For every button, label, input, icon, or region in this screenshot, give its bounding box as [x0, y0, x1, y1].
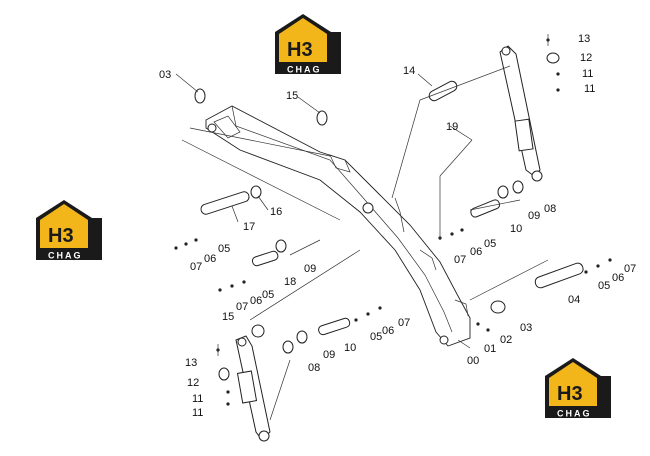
callout: 05 — [370, 331, 382, 343]
callout: 01 — [484, 343, 496, 355]
callout: 09 — [304, 263, 316, 275]
callout: 09 — [528, 210, 540, 222]
callout: 05 — [598, 280, 610, 292]
logo-word: CHAG — [557, 409, 592, 419]
callout: 08 — [544, 203, 556, 215]
callout: 02 — [500, 334, 512, 346]
callout: 15 — [222, 311, 234, 323]
callout: 03 — [520, 322, 532, 334]
logo-top: H3 CHAG — [275, 14, 341, 75]
cylinder-upper-right — [499, 45, 543, 182]
callout: 19 — [446, 121, 458, 133]
callout: 06 — [612, 272, 624, 284]
callout: 10 — [510, 223, 522, 235]
callout: 11 — [192, 393, 203, 405]
callout: 12 — [580, 52, 592, 64]
pin-17 — [200, 191, 250, 215]
callout: 13 — [185, 357, 197, 369]
callout: 14 — [403, 65, 415, 77]
callout: 09 — [323, 349, 335, 361]
callout: 06 — [250, 295, 262, 307]
logo-mark: H3 — [287, 39, 313, 61]
callout: 07 — [236, 301, 248, 313]
pin-10-right — [470, 199, 501, 218]
callout: 05 — [218, 243, 230, 255]
logo-word: CHAG — [48, 251, 83, 261]
callout: 08 — [308, 362, 320, 374]
callout: 11 — [582, 68, 593, 80]
washers — [194, 52, 560, 381]
callout: 06 — [470, 246, 482, 258]
logo-mark: H3 — [48, 225, 74, 247]
pin-18 — [251, 250, 279, 267]
leader-lines — [175, 65, 549, 421]
callout: 15 — [286, 90, 298, 102]
callout: 11 — [192, 407, 203, 419]
callout: 05 — [262, 289, 274, 301]
callout: 13 — [578, 33, 590, 45]
callout: 17 — [243, 221, 255, 233]
logo-left: H3 CHAG — [36, 200, 102, 261]
callout: 05 — [484, 238, 496, 250]
logo-word: CHAG — [287, 65, 322, 75]
callout: 07 — [454, 254, 466, 266]
callout: 03 — [159, 69, 171, 81]
callout: 06 — [382, 325, 394, 337]
callout: 12 — [187, 377, 199, 389]
callout: 00 — [467, 355, 479, 367]
pin-10-lower — [318, 317, 351, 336]
callout: 06 — [204, 253, 216, 265]
callout: 07 — [190, 261, 202, 273]
cylinder-lower-left — [235, 335, 271, 442]
pin-04 — [534, 262, 584, 289]
boom — [205, 105, 471, 347]
callout: 16 — [270, 206, 282, 218]
callout: 07 — [624, 263, 636, 275]
callout: 07 — [398, 317, 410, 329]
callout: 10 — [344, 342, 356, 354]
callout: 18 — [284, 276, 296, 288]
callout-labels: 03 15 14 19 13 12 11 11 16 17 05 06 07 0… — [159, 33, 636, 419]
logo-mark: H3 — [557, 383, 583, 405]
callout: 11 — [584, 83, 595, 95]
callout: 04 — [568, 294, 580, 306]
logo-bottom-right: H3 CHAG — [545, 358, 611, 419]
